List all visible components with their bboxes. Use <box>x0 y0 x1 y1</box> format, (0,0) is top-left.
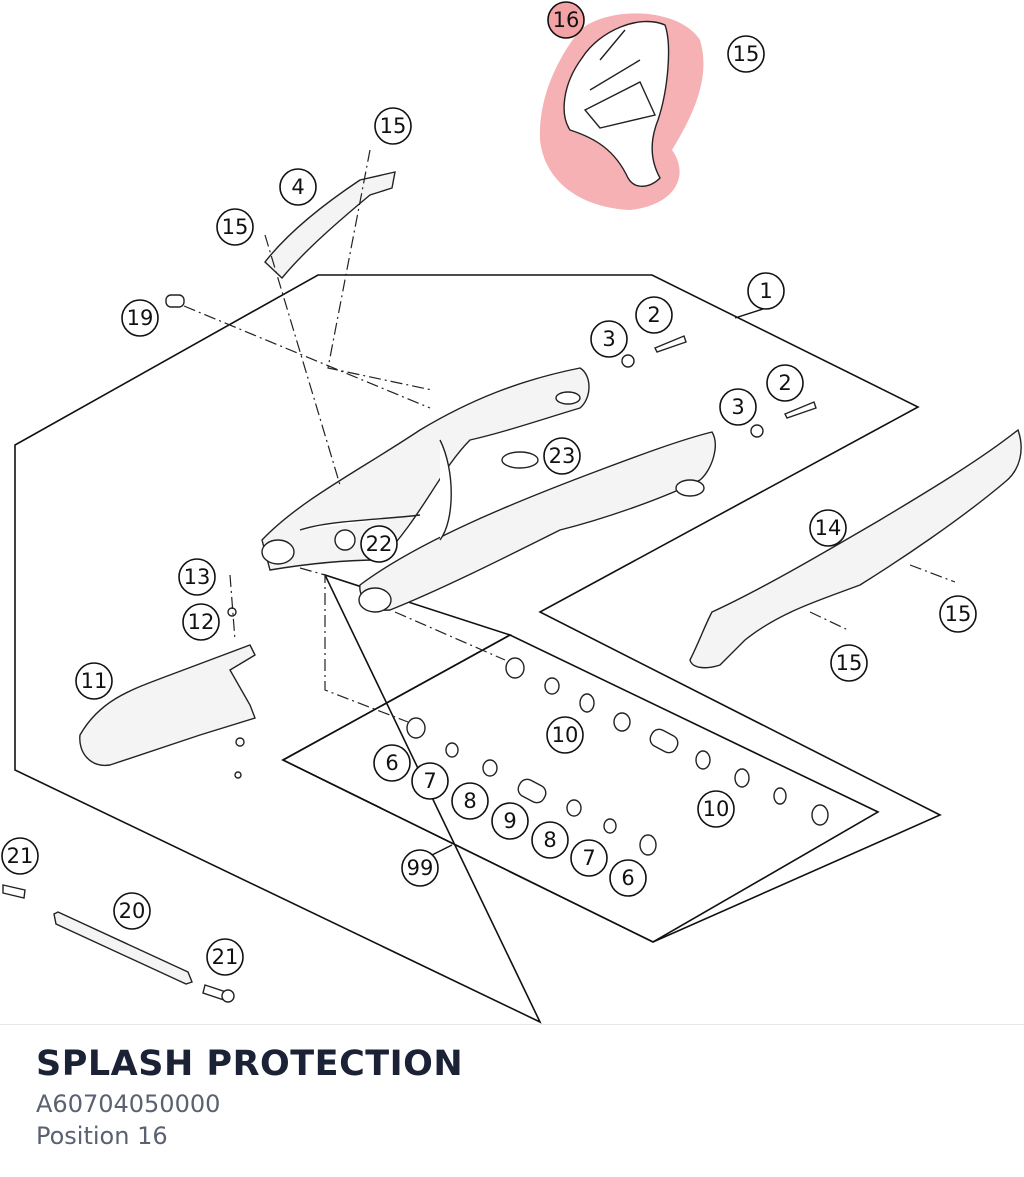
callout-7a[interactable]: 7 <box>411 762 449 800</box>
callout-20[interactable]: 20 <box>113 892 151 930</box>
callout-15a-label: 15 <box>733 42 760 66</box>
callout-15d[interactable]: 15 <box>939 595 977 633</box>
callout-6a[interactable]: 6 <box>373 744 411 782</box>
bearing-set <box>334 451 829 856</box>
callout-2a[interactable]: 2 <box>635 296 673 334</box>
callout-15a[interactable]: 15 <box>727 35 765 73</box>
callout-21a-label: 21 <box>7 844 34 868</box>
callout-23-label: 23 <box>549 444 576 468</box>
fasteners <box>2 294 817 1003</box>
callout-13[interactable]: 13 <box>178 558 216 596</box>
callout-6b[interactable]: 6 <box>609 859 647 897</box>
callout-6a-label: 6 <box>385 751 398 775</box>
callout-2b[interactable]: 2 <box>766 364 804 402</box>
callout-20-label: 20 <box>119 899 146 923</box>
callout-16-label: 16 <box>553 8 580 32</box>
callout-12[interactable]: 12 <box>182 603 220 641</box>
callout-3b[interactable]: 3 <box>719 388 757 426</box>
callout-2b-label: 2 <box>778 371 791 395</box>
callout-12-label: 12 <box>188 610 215 634</box>
callout-22[interactable]: 22 <box>360 525 398 563</box>
callout-19[interactable]: 19 <box>121 299 159 337</box>
callout-21b[interactable]: 21 <box>206 938 244 976</box>
part-info-panel: SPLASH PROTECTION A60704050000 Position … <box>36 1040 463 1152</box>
info-divider <box>0 1024 1024 1025</box>
callout-7b[interactable]: 7 <box>570 839 608 877</box>
callout-15b-label: 15 <box>380 114 407 138</box>
swingarm-axle-part[interactable] <box>53 911 193 985</box>
callout-15e-label: 15 <box>836 651 863 675</box>
chain-guard-part[interactable] <box>689 428 1022 669</box>
callout-15c[interactable]: 15 <box>216 208 254 246</box>
callout-99[interactable]: 99 <box>401 849 439 887</box>
callout-14-label: 14 <box>815 516 842 540</box>
callout-15e[interactable]: 15 <box>830 644 868 682</box>
part-title: SPLASH PROTECTION <box>36 1044 464 1084</box>
callout-7b-label: 7 <box>582 846 595 870</box>
chain-slider-part[interactable] <box>79 644 256 766</box>
callout-9[interactable]: 9 <box>491 802 529 840</box>
part-position: Position 16 <box>36 1122 168 1150</box>
callout-10b-label: 10 <box>703 797 730 821</box>
callout-13-label: 13 <box>184 565 211 589</box>
splash-protection-part[interactable] <box>563 20 670 187</box>
callout-11-label: 11 <box>81 669 108 693</box>
callout-1[interactable]: 1 <box>747 272 785 310</box>
callout-3a[interactable]: 3 <box>590 320 628 358</box>
chain-guide-part[interactable] <box>264 171 396 280</box>
callout-7a-label: 7 <box>423 769 436 793</box>
callout-21b-label: 21 <box>212 945 239 969</box>
bearing-kit-frame-99 <box>281 634 880 943</box>
callout-14[interactable]: 14 <box>809 509 847 547</box>
callout-9-label: 9 <box>503 809 516 833</box>
callout-4-label: 4 <box>291 175 304 199</box>
leader-lines <box>417 307 767 863</box>
callout-22-label: 22 <box>366 532 393 556</box>
callout-4[interactable]: 4 <box>279 168 317 206</box>
callout-8a-label: 8 <box>463 789 476 813</box>
callout-15d-label: 15 <box>945 602 972 626</box>
callout-16[interactable]: 16 <box>547 1 585 39</box>
callout-10a-label: 10 <box>552 723 579 747</box>
callout-15c-label: 15 <box>222 215 249 239</box>
callout-10b[interactable]: 10 <box>697 790 735 828</box>
callout-99-label: 99 <box>407 856 434 880</box>
callout-1-label: 1 <box>759 279 772 303</box>
callout-19-label: 19 <box>127 306 154 330</box>
assembly-lines <box>183 149 956 723</box>
callout-11[interactable]: 11 <box>75 662 113 700</box>
callout-2a-label: 2 <box>647 303 660 327</box>
callout-6b-label: 6 <box>621 866 634 890</box>
swingarm-part[interactable] <box>261 367 716 613</box>
callout-3a-label: 3 <box>602 327 615 351</box>
callout-21a[interactable]: 21 <box>1 837 39 875</box>
callout-23[interactable]: 23 <box>543 437 581 475</box>
part-number: A60704050000 <box>36 1090 221 1118</box>
exploded-parts-diagram: 16 15 15 4 15 19 1 2 3 2 3 23 22 14 15 1… <box>1 1 1022 1024</box>
callout-8a[interactable]: 8 <box>451 782 489 820</box>
callout-15b[interactable]: 15 <box>374 107 412 145</box>
callout-3b-label: 3 <box>731 395 744 419</box>
callout-8b[interactable]: 8 <box>531 821 569 859</box>
callout-8b-label: 8 <box>543 828 556 852</box>
callout-10a[interactable]: 10 <box>546 716 584 754</box>
